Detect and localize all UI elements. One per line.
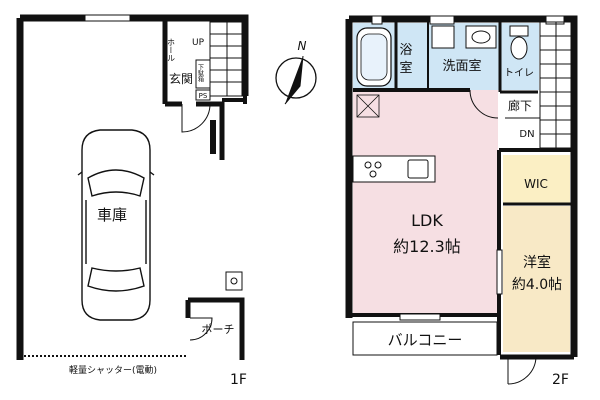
ps-box [195,89,211,101]
label-ps: PS [199,92,208,100]
label-up: UP [192,38,205,48]
garage-sink-drain [230,277,238,285]
toilet-bowl-icon [510,36,528,60]
wall-porch [188,297,245,360]
garage-sink [225,271,243,291]
label-ldk: LDK [411,211,443,230]
stairs-2f [539,21,573,149]
duct-box [356,94,380,118]
washing-machine [431,25,455,49]
label-porch: ポーチ [202,323,235,336]
wic-fill [503,155,570,203]
label-bath-2: 室 [399,60,412,76]
window-stair [545,15,565,25]
stove-burner-1 [364,161,372,169]
car-icon [77,129,155,321]
label-dn: DN [519,129,534,140]
label-wic: WIC [524,177,548,191]
bathtub-inner [360,33,388,81]
label-balcony: バルコニー [388,331,463,349]
window-bath [371,15,383,25]
corridor-door [469,89,499,119]
washbasin-bowl [471,30,491,44]
kitchen-sink [407,159,429,179]
entrance-door [181,103,211,133]
label-garage: 車庫 [97,206,127,224]
ldk-fill [353,90,498,315]
label-entrance: 玄関 [169,71,193,86]
shoe-box [195,59,211,89]
floor-1: 車庫 ホール UP 玄関 下駄箱 PS ポーチ 軽量シャッター(電動) 1F [16,14,249,388]
wall-entrance-right [196,101,225,160]
toilet-tank [509,25,529,37]
compass-north: N [298,39,307,53]
stove-burner-2 [374,161,382,169]
label-washroom: 洗面室 [442,58,481,74]
porch-door [189,317,213,341]
label-western-room: 洋室 [523,254,551,271]
compass-icon: N [275,39,317,105]
door-western-sliding [496,249,503,295]
floor-2: 浴 室 洗面室 トイレ 廊下 DN WIC LDK 約12.3帖 洋室 約4.0… [345,15,578,388]
label-floor-1: 1F [230,372,247,388]
wall-entrance-left [162,58,182,107]
stove-burner-3 [369,170,377,178]
pillar [210,120,216,154]
stairs-1f [209,21,245,97]
garage-area [27,25,165,357]
window-wash [429,15,455,25]
label-shutter: 軽量シャッター(電動) [69,365,157,376]
window-1f-top [84,14,131,22]
balcony [352,321,498,356]
label-ldk-size: 約12.3帖 [393,237,461,256]
label-hall: ホール [167,38,176,62]
label-western-size: 約4.0帖 [512,277,562,293]
window-balcony [399,313,441,321]
label-corridor: 廊下 [508,98,532,113]
label-floor-2: 2F [552,372,569,388]
western-room-fill [503,206,570,352]
label-shoe-box: 下駄箱 [197,64,204,83]
label-bath-1: 浴 [399,43,412,58]
label-toilet: トイレ [504,68,534,79]
balcony-door [507,356,537,385]
wall-1f-hall [222,96,247,104]
wall-2f-outer-top-right [349,15,578,357]
